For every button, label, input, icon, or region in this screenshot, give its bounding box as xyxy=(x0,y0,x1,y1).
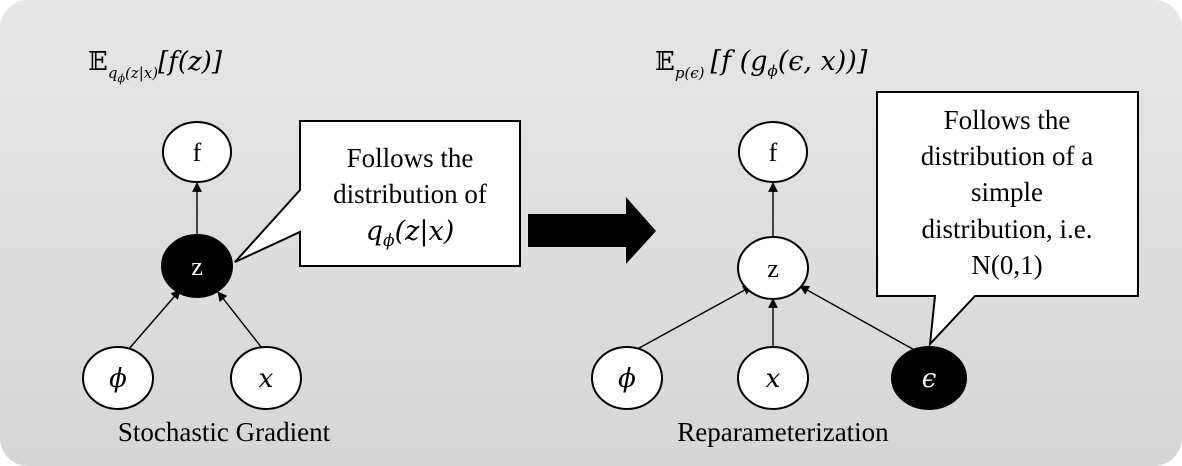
svg-text:ϕ: ϕ xyxy=(618,364,636,394)
transition-arrow xyxy=(528,197,656,264)
node-x: x xyxy=(230,346,302,410)
svg-text:distribution of a: distribution of a xyxy=(921,141,1093,171)
left-formula: 𝔼qϕ(z|x)[f(z)] xyxy=(88,47,223,85)
svg-text:ϕ: ϕ xyxy=(109,364,127,394)
svg-text:N(0,1): N(0,1) xyxy=(971,250,1042,280)
node-f-right: f xyxy=(738,121,808,183)
edge-epsilon-to-z xyxy=(799,285,919,353)
svg-text:distribution, i.e.: distribution, i.e. xyxy=(922,214,1093,244)
svg-text:Follows the: Follows the xyxy=(347,143,474,173)
left-panel: 𝔼qϕ(z|x)[f(z)] f z ϕ x Follows the xyxy=(82,47,521,447)
edge-phi-to-z xyxy=(127,289,181,351)
svg-text:x: x xyxy=(766,364,781,394)
edge-phi-to-z-right xyxy=(631,285,753,353)
edge-x-to-z xyxy=(217,291,263,349)
node-epsilon-observed: ϵ xyxy=(891,346,967,410)
left-callout-math: qϕ(z|x) xyxy=(366,216,455,251)
svg-text:f: f xyxy=(769,138,778,167)
svg-text:simple: simple xyxy=(971,177,1043,207)
svg-text:f: f xyxy=(193,138,202,167)
svg-text:distribution of: distribution of xyxy=(333,179,487,209)
right-callout: Follows the distribution of a simple dis… xyxy=(876,91,1139,347)
right-formula: 𝔼p(ϵ)[f (gϕ(ϵ, x))] xyxy=(655,46,868,82)
node-z-right: z xyxy=(737,236,809,300)
node-f: f xyxy=(162,121,232,183)
svg-text:Follows the: Follows the xyxy=(944,105,1071,135)
svg-text:ϵ: ϵ xyxy=(922,364,937,394)
node-x-right: x xyxy=(737,346,809,410)
right-panel: 𝔼p(ϵ)[f (gϕ(ϵ, x))] f z ϕ x ϵ xyxy=(591,46,1139,447)
left-callout: Follows the distribution of qϕ(z|x) xyxy=(234,120,521,267)
node-phi-right: ϕ xyxy=(591,346,663,410)
node-z-observed: z xyxy=(161,234,233,298)
svg-text:x: x xyxy=(259,364,274,394)
svg-text:z: z xyxy=(191,252,203,281)
svg-text:z: z xyxy=(767,254,779,283)
left-caption: Stochastic Gradient xyxy=(118,417,331,447)
node-phi: ϕ xyxy=(82,346,154,410)
right-caption: Reparameterization xyxy=(677,417,889,447)
